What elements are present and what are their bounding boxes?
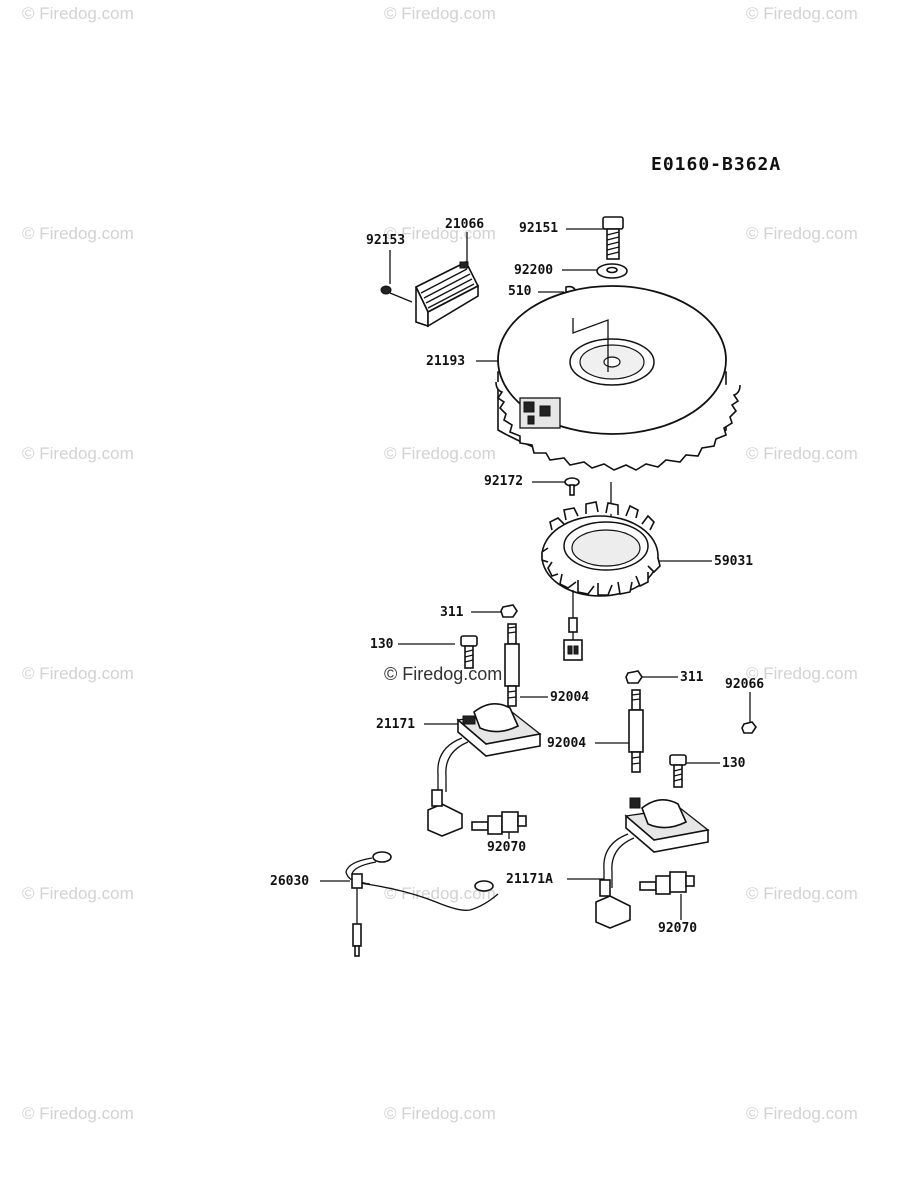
bolt-92151 [602, 216, 624, 260]
stud-92004 [504, 623, 520, 707]
stator-59031 [541, 501, 661, 661]
watermark: © Firedog.com [384, 444, 496, 463]
watermark: © Firedog.com [22, 444, 134, 463]
watermark: © Firedog.com [22, 4, 134, 23]
bolt-130-right [669, 754, 687, 788]
part-label-92153: 92153 [366, 233, 406, 248]
spark-plug-92070-right [639, 871, 695, 895]
part-label-92004: 92004 [550, 690, 590, 705]
watermark: © Firedog.com [746, 4, 858, 23]
watermark: © Firedog.com [22, 884, 134, 903]
screw-92153 [380, 285, 413, 303]
part-label-311: 311 [440, 605, 464, 620]
part-label-130-right: 130 [722, 756, 746, 771]
flywheel-21193 [495, 285, 741, 471]
part-label-92070: 92070 [487, 840, 527, 855]
watermark: © Firedog.com [746, 664, 858, 683]
nut-311 [500, 604, 518, 618]
nut-311-right [625, 670, 643, 684]
bolt-130 [460, 635, 478, 669]
watermark: © Firedog.com [384, 224, 496, 243]
watermark: © Firedog.com [384, 4, 496, 23]
part-label-92172: 92172 [484, 474, 524, 489]
regulator-21066 [414, 260, 480, 328]
part-label-510: 510 [508, 284, 532, 299]
watermark: © Firedog.com [384, 884, 496, 903]
watermark: © Firedog.com [22, 1104, 134, 1123]
part-label-130: 130 [370, 637, 394, 652]
part-label-92066: 92066 [725, 677, 765, 692]
part-label-21193: 21193 [426, 354, 466, 369]
watermark: © Firedog.com [746, 444, 858, 463]
nut-92066 [741, 721, 757, 734]
part-label-92004-right: 92004 [547, 736, 587, 751]
stud-92004-right [628, 689, 644, 773]
diagram-code: E0160-B362A [651, 154, 782, 175]
part-label-21066: 21066 [445, 217, 485, 232]
watermark: © Firedog.com [22, 664, 134, 683]
watermark: © Firedog.com [22, 224, 134, 243]
watermark: © Firedog.com [746, 1104, 858, 1123]
watermark: © Firedog.com [746, 884, 858, 903]
watermark: © Firedog.com [384, 1104, 496, 1123]
ignition-coil-21171A [595, 797, 710, 929]
part-label-311-right: 311 [680, 670, 704, 685]
part-label-92200: 92200 [514, 263, 554, 278]
part-label-26030: 26030 [270, 874, 310, 889]
part-label-92070-right: 92070 [658, 921, 698, 936]
watermark: © Firedog.com [746, 224, 858, 243]
spark-plug-92070 [471, 811, 527, 835]
washer-92200 [596, 263, 628, 279]
part-label-59031: 59031 [714, 554, 754, 569]
part-label-21171A: 21171A [506, 872, 553, 887]
part-label-92151: 92151 [519, 221, 559, 236]
watermark: © Firedog.com [384, 664, 503, 684]
lead-wire-26030 [345, 851, 499, 957]
screw-92172 [564, 477, 580, 496]
ignition-coil-21171 [427, 703, 542, 837]
part-label-21171: 21171 [376, 717, 416, 732]
